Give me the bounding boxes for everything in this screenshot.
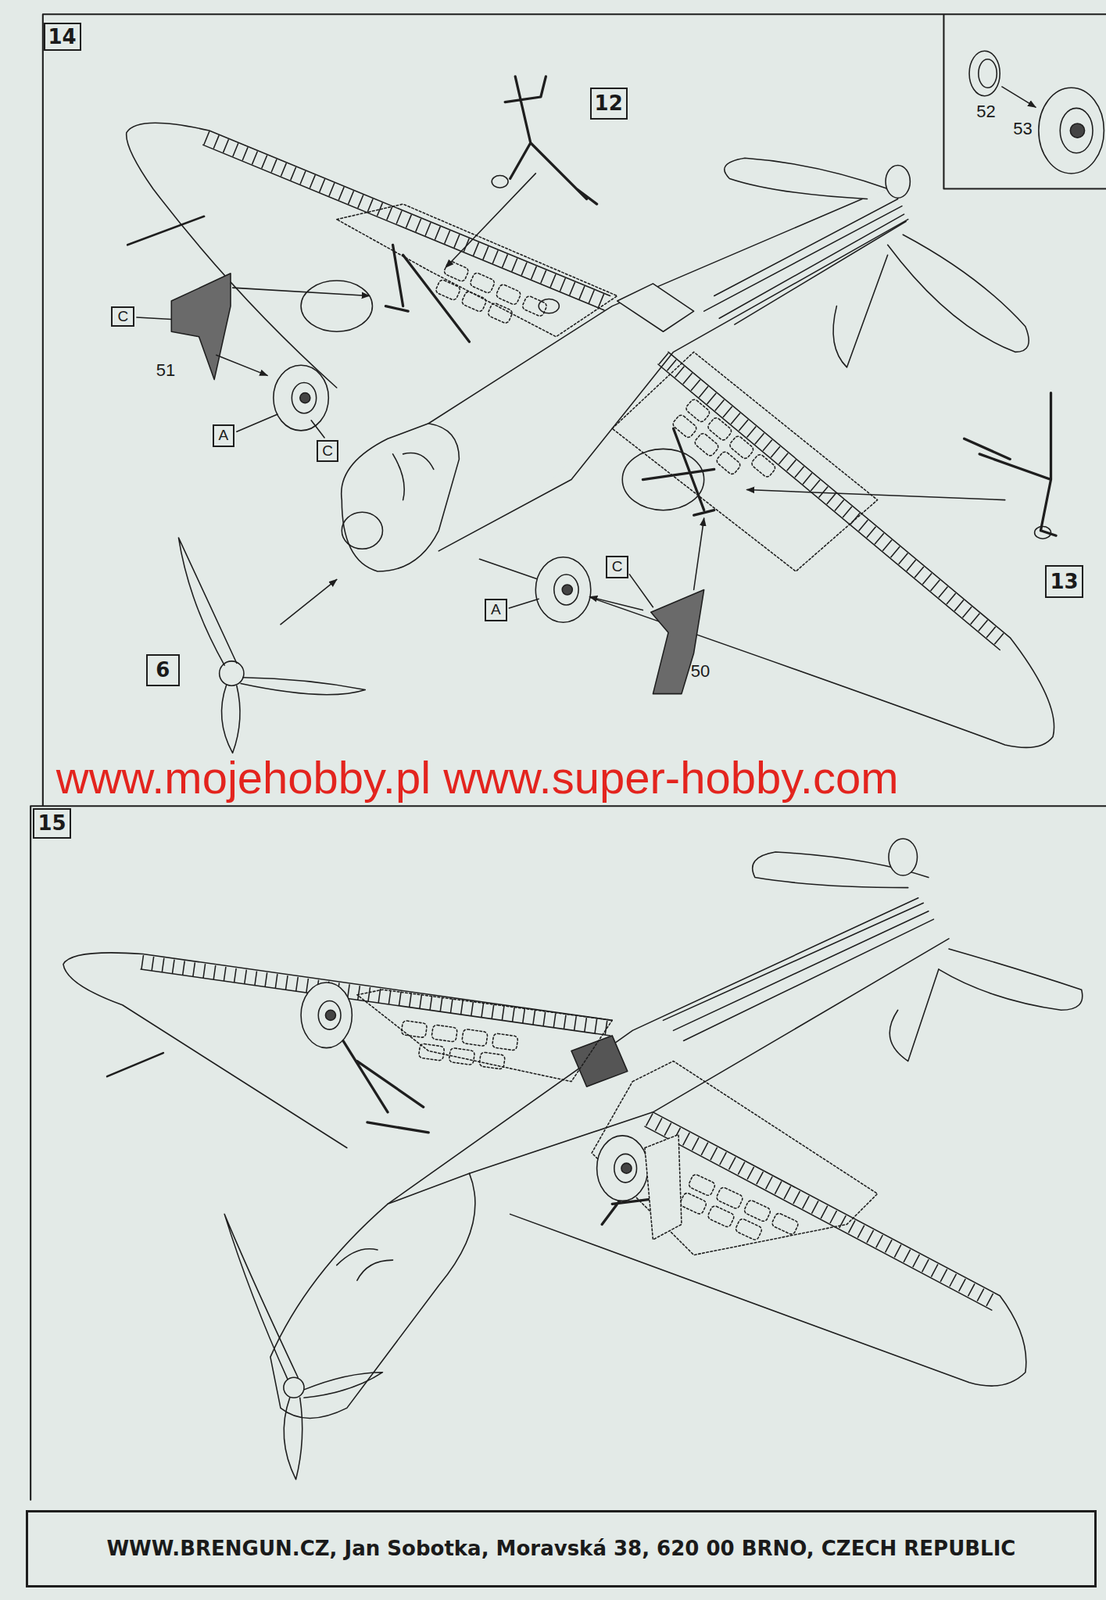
part-letter-box: A (484, 598, 508, 622)
part-letter-box: C (316, 440, 340, 463)
watermark: www.mojehobby.pl www.super-hobby.com (56, 752, 899, 803)
part-number: 50 (690, 662, 710, 681)
part-letter-box: A (212, 424, 236, 448)
part-number: 52 (976, 102, 996, 122)
step-number: 12 (590, 87, 628, 119)
step-number-text: 6 (155, 658, 170, 682)
part-number: 51 (156, 361, 176, 380)
step-number-text: 12 (594, 92, 623, 115)
step-number: 14 (43, 22, 82, 52)
step-number-text: 13 (1049, 570, 1078, 594)
step-number-text: 15 (37, 812, 66, 835)
part-letter-box-text: C (117, 308, 129, 326)
part-number: 53 (1012, 119, 1032, 139)
part-letter-box-text: C (322, 443, 333, 460)
step-number-text: 14 (48, 25, 77, 49)
footer-address: WWW.BRENGUN.CZ, Jan Sobotka, Moravská 38… (25, 1510, 1098, 1588)
step-number: 15 (32, 808, 71, 839)
step-number: 13 (1045, 565, 1083, 598)
footer-address-text: WWW.BRENGUN.CZ, Jan Sobotka, Moravská 38… (106, 1537, 1016, 1561)
part-letter-box: C (110, 306, 135, 328)
step-number: 6 (146, 654, 180, 688)
part-letter-box-text: C (612, 558, 623, 576)
part-letter-box: C (605, 555, 629, 579)
part-letter-box-text: A (218, 427, 230, 444)
part-letter-box-text: A (490, 601, 502, 619)
